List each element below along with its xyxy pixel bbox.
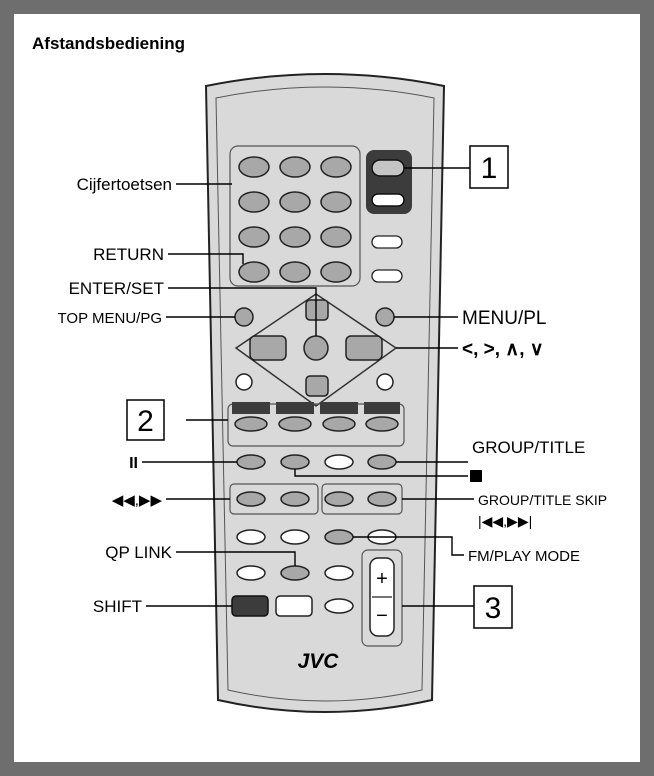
callout-box-1: [469, 145, 509, 189]
row-button[interactable]: [236, 529, 266, 545]
skip-back-button[interactable]: [324, 491, 354, 507]
number-button[interactable]: [238, 191, 270, 213]
leader-stop: [294, 469, 468, 477]
label-qp-link: QP LINK: [105, 543, 172, 562]
number-button[interactable]: [238, 226, 270, 248]
menu-pl-button[interactable]: [375, 307, 395, 327]
source-band: [232, 402, 270, 414]
volume-plus-icon: +: [376, 568, 388, 590]
number-button[interactable]: [320, 156, 352, 178]
fm-play-mode-button[interactable]: [324, 529, 354, 545]
leader-lines: [142, 167, 474, 607]
page-title: Afstandsbediening: [32, 34, 186, 53]
cursor-right-button[interactable]: [345, 335, 383, 361]
enter-set-button[interactable]: [303, 335, 329, 361]
label-shift: SHIFT: [93, 597, 142, 616]
label-rew-ff: ◀◀,▶▶: [112, 492, 163, 509]
label-cijfertoetsen: Cijfertoetsen: [77, 175, 172, 194]
row-button[interactable]: [324, 565, 354, 581]
round-button[interactable]: [376, 373, 394, 391]
fast-forward-button[interactable]: [280, 491, 310, 507]
number-button[interactable]: [320, 191, 352, 213]
callout-box-3: [473, 585, 513, 629]
remote-inner-outline: [215, 86, 435, 702]
volume-minus-icon: −: [376, 605, 388, 627]
number-buttons: [238, 156, 352, 283]
side-button[interactable]: [371, 269, 403, 283]
label-skip-arrows: |◀◀,▶▶|: [478, 513, 532, 529]
power-button[interactable]: [371, 159, 405, 177]
return-button[interactable]: [238, 261, 270, 283]
source-button[interactable]: [322, 416, 356, 432]
label-return: RETURN: [93, 245, 164, 264]
skip-forward-button[interactable]: [367, 491, 397, 507]
top-menu-button[interactable]: [234, 307, 254, 327]
number-button[interactable]: [279, 226, 311, 248]
source-band: [320, 402, 358, 414]
cursor-left-button[interactable]: [249, 335, 287, 361]
qp-link-button[interactable]: [280, 565, 310, 581]
leader-enter-set: [168, 287, 317, 336]
source-button[interactable]: [278, 416, 312, 432]
number-pad-frame: [229, 145, 361, 287]
label-pause: II: [129, 455, 138, 472]
label-group-title-skip: GROUP/TITLE SKIP: [478, 492, 607, 508]
row-button[interactable]: [324, 598, 354, 614]
leader-fm-play-mode: [353, 536, 464, 556]
leader-return: [168, 253, 244, 264]
source-band: [364, 402, 400, 414]
callout-3-label: 3: [485, 592, 502, 625]
label-group-title: GROUP/TITLE: [472, 438, 585, 457]
callout-1-label: 1: [481, 152, 498, 185]
callout-box-2: [126, 399, 165, 441]
shift-button[interactable]: [231, 595, 269, 617]
label-enter-set: ENTER/SET: [69, 279, 164, 298]
number-button[interactable]: [320, 226, 352, 248]
label-cursor: <, >, ∧, ∨: [462, 339, 544, 360]
standby-button[interactable]: [371, 193, 405, 207]
number-button[interactable]: [320, 261, 352, 283]
number-button[interactable]: [279, 261, 311, 283]
number-button[interactable]: [238, 156, 270, 178]
number-button[interactable]: [279, 191, 311, 213]
source-button[interactable]: [234, 416, 268, 432]
stop-icon: [470, 470, 482, 482]
source-band: [276, 402, 314, 414]
row-button[interactable]: [280, 529, 310, 545]
callout-2-label: 2: [137, 405, 154, 438]
brand-logo: JVC: [298, 650, 340, 673]
source-button[interactable]: [365, 416, 399, 432]
rewind-button[interactable]: [236, 491, 266, 507]
stop-button[interactable]: [280, 454, 310, 470]
pause-button[interactable]: [236, 454, 266, 470]
source-buttons: [232, 402, 400, 432]
label-fm-play-mode: FM/PLAY MODE: [468, 548, 580, 565]
round-button[interactable]: [235, 373, 253, 391]
cursor-up-button[interactable]: [305, 299, 329, 321]
group-title-button[interactable]: [367, 454, 397, 470]
row-button[interactable]: [236, 565, 266, 581]
number-button[interactable]: [279, 156, 311, 178]
square-button[interactable]: [275, 595, 313, 617]
cursor-down-button[interactable]: [305, 375, 329, 397]
volume-frame: [361, 549, 403, 647]
source-buttons-frame: [227, 403, 405, 447]
leader-qp-link: [176, 551, 296, 566]
label-top-menu: TOP MENU/PG: [58, 310, 162, 327]
side-button[interactable]: [371, 235, 403, 249]
row-button[interactable]: [324, 454, 354, 470]
label-menu-pl: MENU/PL: [462, 308, 546, 329]
